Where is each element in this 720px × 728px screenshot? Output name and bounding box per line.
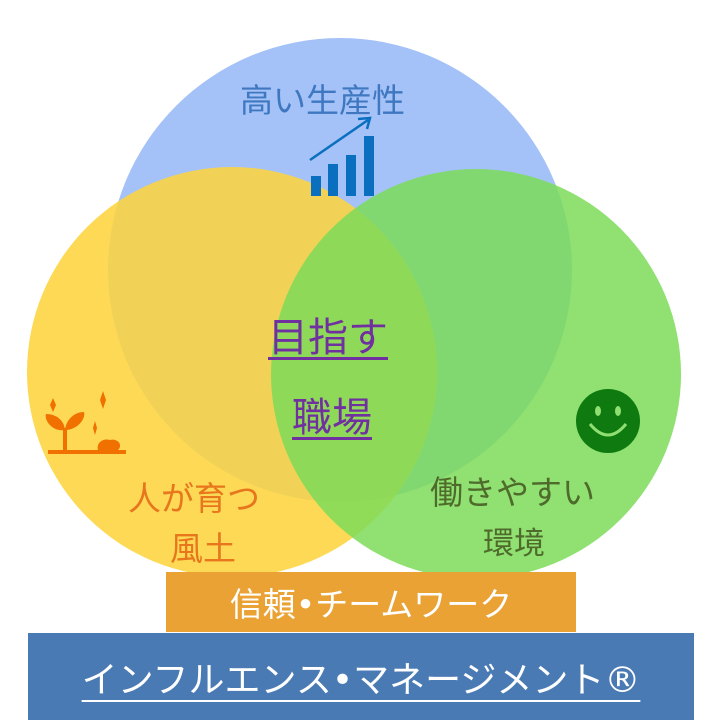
trust-teamwork-label: 信頼•チームワーク <box>229 585 513 624</box>
trust-teamwork-bar: 信頼•チームワーク <box>166 572 576 632</box>
environment-label-line2: 環境 <box>483 526 545 562</box>
sprout-icon <box>45 391 126 454</box>
influence-management-label: インフルエンス•マネージメント® <box>81 659 641 701</box>
influence-management-bar: インフルエンス•マネージメント® <box>28 633 694 720</box>
center-label-line1: 目指す <box>268 315 388 361</box>
environment-label-line1: 働きやすい <box>430 473 595 512</box>
culture-label-line2: 風土 <box>170 529 236 568</box>
environment-circle <box>271 169 681 579</box>
center-label-line2: 職場 <box>292 395 372 441</box>
smiley-icon <box>576 389 640 453</box>
bar-chart-icon <box>309 116 374 196</box>
culture-label-line1: 人が育つ <box>128 479 260 518</box>
productivity-label: 高い生産性 <box>240 81 405 120</box>
